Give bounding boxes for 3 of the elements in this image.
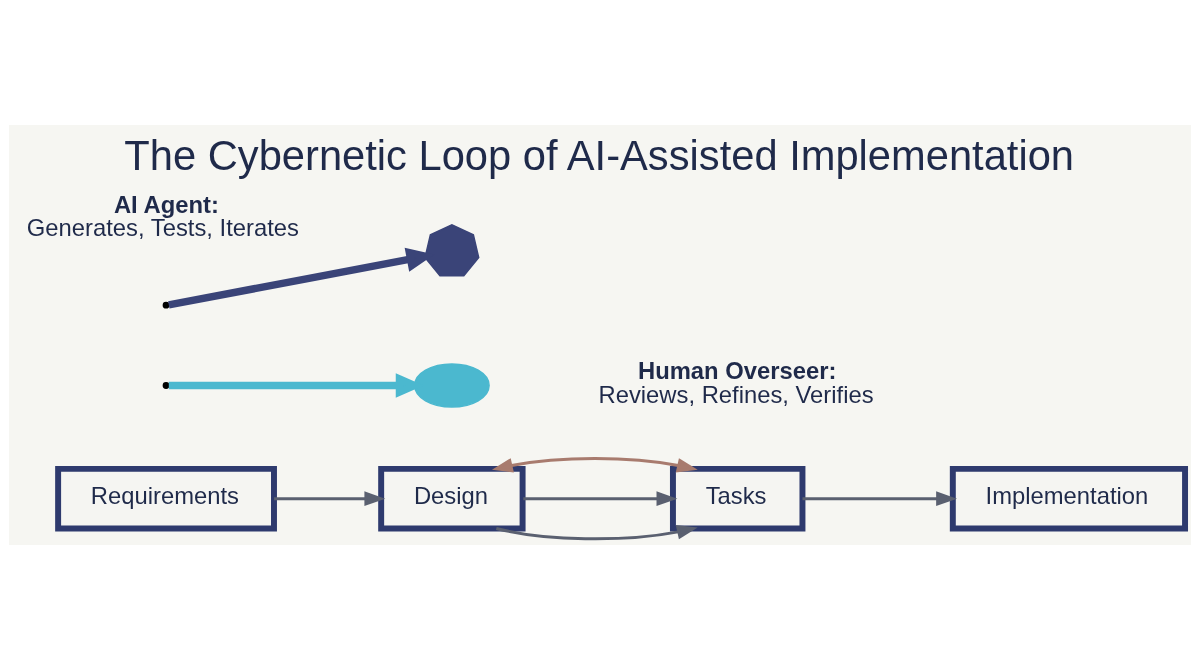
node-text: AI Agent: Generates, Tests, Iterates (26, 190, 299, 242)
diagram-title: The Cybernetic Loop of AI-Assisted Implementation (124, 132, 1075, 180)
node-text: Human Overseer: Reviews, Refines, Verifies (598, 357, 874, 409)
